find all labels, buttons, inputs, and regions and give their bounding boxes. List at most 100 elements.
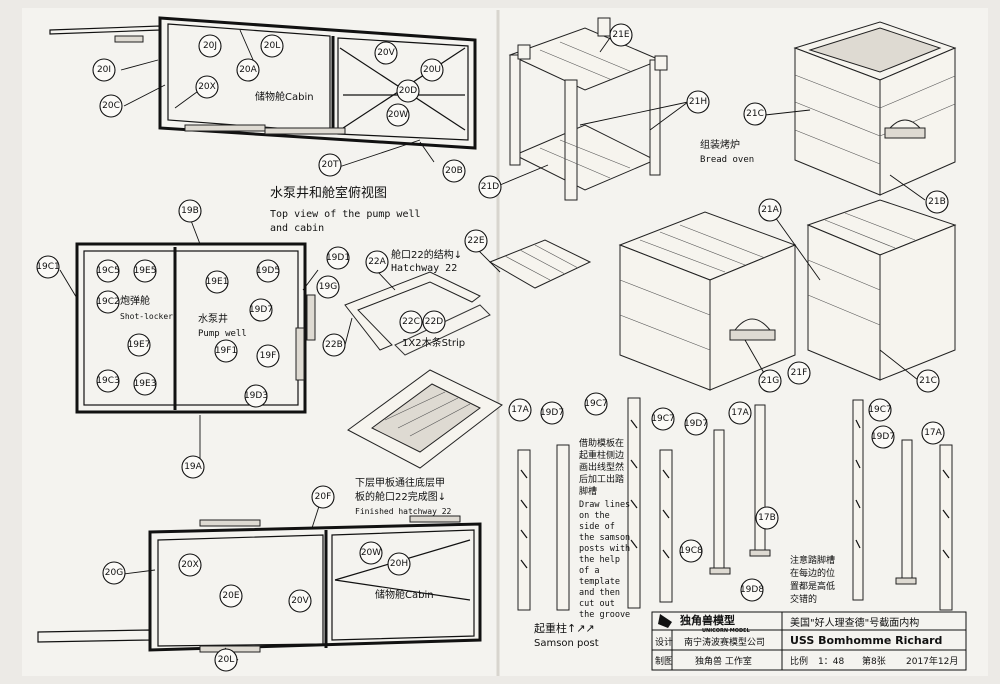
- groove-note-2: 在每边的位: [790, 567, 835, 579]
- bread-oven-assembled-drawing: [793, 21, 957, 196]
- callout-21c-bottom: 21C: [919, 376, 937, 386]
- callout-19c8: 19C8: [679, 546, 703, 556]
- samson-note-cn-5: 脚槽: [579, 485, 597, 497]
- callout-21e: 21E: [612, 30, 629, 40]
- samson-note-en-8: template: [579, 577, 620, 587]
- samson-note-cn-4: 后加工出踏: [579, 473, 624, 485]
- top-view-title-en-1: Top view of the pump well: [270, 209, 421, 220]
- top-cabin-label: 储物舱Cabin: [255, 90, 314, 103]
- samson-note-cn-2: 起重柱侧边: [579, 449, 624, 461]
- bread-oven-shelf-drawing: [508, 17, 668, 201]
- samson-note-cn-3: 画出线型然: [579, 461, 624, 473]
- callout-19d5: 19D5: [256, 266, 280, 276]
- samson-label-cn: 起重柱↑↗↗: [534, 621, 595, 635]
- hatchway-title-cn: 舱口22的结构↓: [391, 248, 462, 261]
- ship-title-en: USS Bomhomme Richard: [790, 634, 942, 647]
- callout-20c: 20C: [102, 101, 120, 111]
- callout-19b: 19B: [181, 206, 199, 216]
- callout-19e1: 19E1: [206, 277, 229, 287]
- callout-19c7-1: 19C7: [584, 399, 607, 409]
- samson-note-en-7: of a: [579, 566, 599, 576]
- callout-22e: 22E: [467, 236, 484, 246]
- callout-22a: 22A: [368, 257, 386, 267]
- pump-well-en: Pump well: [198, 329, 247, 339]
- callout-20v: 20V: [377, 48, 395, 58]
- groove-note-3: 置都是高低: [790, 580, 835, 592]
- callout-20h: 20H: [390, 559, 408, 569]
- callout-20l: 20L: [264, 41, 280, 51]
- brand-cn: 独角兽模型: [679, 613, 735, 627]
- callout-19c3: 19C3: [96, 376, 119, 386]
- samson-note-en: Draw lines on the side of the samson pos…: [579, 500, 630, 620]
- callout-20j: 20J: [203, 41, 217, 51]
- callout-20w-bottom: 20W: [361, 548, 381, 558]
- callout-19g: 19G: [319, 282, 337, 292]
- samson-note-en-4: the samson: [579, 533, 630, 543]
- callout-19c7-3: 19C7: [868, 405, 891, 415]
- bread-oven-cube-left-drawing: [618, 211, 797, 391]
- bread-oven-callouts: 21E 21H 21D 21C 21B 21A 21G 21F 21C: [478, 23, 949, 393]
- callout-19d3: 19D3: [244, 391, 268, 401]
- bottom-view-callouts: 20F 20G 20X 20E 20W 20H 20V 20L: [102, 485, 411, 672]
- callout-17a-2: 17A: [731, 408, 749, 418]
- callout-22c: 22C: [402, 317, 420, 327]
- callout-19c5: 19C5: [96, 266, 119, 276]
- samson-posts-drawing: [517, 397, 953, 611]
- drawn-label: 制图: [655, 655, 673, 667]
- callout-19d7-3: 19D7: [871, 432, 895, 442]
- sheet-number: 第8张: [862, 655, 886, 667]
- callout-19e5: 19E5: [134, 266, 157, 276]
- callout-20v-bottom: 20V: [291, 596, 309, 606]
- hatchway-strip-label: 1X2木条Strip: [402, 336, 465, 349]
- shot-locker-cn: 炮弹舱: [120, 294, 150, 307]
- callout-21f: 21F: [791, 368, 808, 378]
- callout-21a: 21A: [761, 205, 779, 215]
- callout-21g: 21G: [761, 376, 779, 386]
- bottom-cabin-label: 储物舱Cabin: [375, 588, 434, 601]
- bread-oven-en: Bread oven: [700, 155, 754, 165]
- callout-21d: 21D: [481, 182, 499, 192]
- samson-note-en-6: the help: [579, 555, 620, 565]
- callout-17b: 17B: [758, 513, 776, 523]
- samson-note-en-3: side of: [579, 522, 615, 532]
- callout-19d7-2: 19D7: [684, 419, 708, 429]
- bread-oven-cn: 组装烤炉: [700, 138, 740, 151]
- samson-note-en-1: Draw lines: [579, 500, 630, 510]
- samson-callouts: 17A 19D7 19C7 19C7 19D7 17A 17B 19C8 19D…: [508, 392, 945, 602]
- samson-label-en: Samson post: [534, 638, 599, 649]
- hatchway-title-en: Hatchway 22: [391, 263, 457, 274]
- callout-20l-bottom: 20L: [218, 655, 234, 665]
- callout-20x: 20X: [198, 82, 216, 92]
- callout-19f: 19F: [260, 351, 277, 361]
- callout-20u: 20U: [423, 65, 441, 75]
- callout-20t: 20T: [322, 160, 339, 170]
- callout-20f: 20F: [315, 492, 332, 502]
- callout-20x-bottom: 20X: [181, 560, 199, 570]
- callout-20d: 20D: [399, 86, 417, 96]
- callout-19e3: 19E3: [134, 379, 157, 389]
- top-view-caption: 水泵井和舱室俯视图 Top view of the pump well and …: [270, 185, 421, 234]
- samson-note-en-11: the groove: [579, 610, 630, 620]
- samson-note-en-10: cut out: [579, 599, 615, 609]
- sheet-date: 2017年12月: [906, 655, 958, 667]
- top-view-title-cn: 水泵井和舱室俯视图: [270, 185, 387, 201]
- hatchway-finished-cn-2: 板的舱口22完成图↓: [355, 490, 446, 503]
- callout-20w: 20W: [388, 110, 408, 120]
- callout-20i: 20I: [97, 65, 111, 75]
- hatchway-finished-cn-1: 下层甲板通往底层甲: [355, 476, 445, 489]
- pump-well-cn: 水泵井: [198, 312, 228, 325]
- bread-oven-caption: 组装烤炉 Bread oven: [700, 138, 754, 165]
- unicorn-logo-icon: [658, 614, 672, 628]
- shot-locker-en: Shot-locker: [120, 312, 173, 321]
- callout-21c-top: 21C: [746, 109, 764, 119]
- callout-19f1: 19F1: [215, 346, 237, 356]
- callout-19d7-1: 19D7: [540, 408, 564, 418]
- scale-value: 1：48: [818, 657, 844, 667]
- callout-17a-1: 17A: [511, 405, 529, 415]
- callout-21h: 21H: [689, 97, 707, 107]
- hatchway-callouts: 22A 22E 22B 22C 22D: [322, 229, 501, 357]
- top-view-callouts: 20I 20C 20J 20L 20U 20A 20X 20V 20D 20W …: [92, 29, 466, 183]
- bread-oven-cube-right-drawing: [806, 199, 957, 381]
- callout-19c2: 19C2: [96, 297, 119, 307]
- groove-note-4: 交错的: [790, 593, 817, 605]
